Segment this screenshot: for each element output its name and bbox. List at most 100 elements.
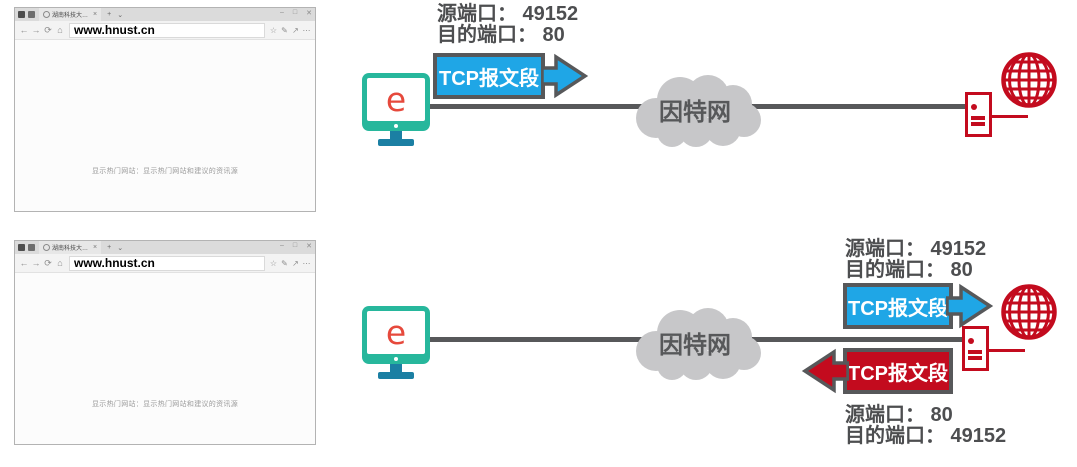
edge-browser-icon: e bbox=[385, 313, 407, 352]
more-icon[interactable]: ⋯ bbox=[302, 25, 311, 35]
server-globe-link bbox=[990, 115, 1028, 118]
address-bar-input[interactable] bbox=[69, 22, 265, 38]
right-arrow-icon bbox=[541, 53, 589, 99]
monitor-neck bbox=[390, 131, 402, 139]
monitor-neck bbox=[390, 364, 402, 372]
tab-title: 湖南科技大… bbox=[52, 13, 89, 19]
home-icon[interactable]: ⌂ bbox=[57, 25, 63, 35]
request-port-labels: 源端口： 49152 目的端口： 80 bbox=[437, 4, 578, 46]
browser-toolbar: ← → ⟳ ⌂ ☆ ✎ ↗ ⋯ bbox=[15, 254, 315, 273]
panel-request: 湖南科技大… × + ⌄ – □ ✕ ← → ⟳ ⌂ ☆ ✎ ↗ bbox=[0, 0, 1077, 233]
server-tower-icon bbox=[962, 326, 989, 371]
forward-icon[interactable]: → bbox=[31, 25, 41, 35]
minimize-button[interactable]: – bbox=[279, 242, 284, 249]
server-slot bbox=[968, 350, 982, 354]
source-port-label: 源端口： 49152 bbox=[437, 3, 579, 25]
tab-close-icon[interactable]: × bbox=[93, 11, 98, 18]
share-icon[interactable]: ↗ bbox=[292, 258, 299, 268]
tcp-segment-request-box: TCP报文段 bbox=[843, 283, 953, 329]
server-slot bbox=[971, 116, 985, 120]
browser-page: 显示热门网站：显示热门网站和建议的资讯源 bbox=[15, 273, 315, 445]
set-aside-icon[interactable] bbox=[28, 11, 35, 18]
new-tab-hint-text: 显示热门网站：显示热门网站和建议的资讯源 bbox=[92, 168, 238, 175]
destination-port-label: 目的端口： 49152 bbox=[845, 425, 1007, 447]
browser-window: 湖南科技大… × + ⌄ – □ ✕ ← → ⟳ ⌂ ☆ ✎ ↗ bbox=[14, 240, 316, 445]
monitor-dot bbox=[394, 124, 398, 128]
new-tab-button[interactable]: + bbox=[107, 244, 112, 251]
web-notes-icon[interactable]: ✎ bbox=[281, 258, 288, 268]
refresh-icon[interactable]: ⟳ bbox=[44, 24, 52, 35]
tcp-segment-request-box: TCP报文段 bbox=[433, 53, 545, 99]
server-slot bbox=[968, 356, 982, 360]
globe-icon bbox=[1001, 52, 1057, 108]
monitor-icon: e bbox=[362, 306, 430, 364]
tab-close-icon[interactable]: × bbox=[93, 244, 98, 251]
tab-chevron-icon[interactable]: ⌄ bbox=[117, 244, 124, 252]
home-icon[interactable]: ⌂ bbox=[57, 258, 63, 268]
favorites-icon[interactable]: ☆ bbox=[269, 25, 278, 35]
right-arrow-icon bbox=[946, 283, 994, 329]
forward-icon[interactable]: → bbox=[31, 258, 41, 268]
browser-toolbar: ← → ⟳ ⌂ ☆ ✎ ↗ ⋯ bbox=[15, 21, 315, 40]
new-tab-button[interactable]: + bbox=[107, 11, 112, 18]
internet-cloud: 因特网 bbox=[628, 70, 762, 148]
client-computer: e bbox=[362, 306, 430, 380]
refresh-icon[interactable]: ⟳ bbox=[44, 257, 52, 268]
server-tower-icon bbox=[965, 92, 992, 137]
browser-window: 湖南科技大… × + ⌄ – □ ✕ ← → ⟳ ⌂ ☆ ✎ ↗ bbox=[14, 7, 316, 212]
tab-preview-icon[interactable] bbox=[18, 11, 25, 18]
browser-tab-bar: 湖南科技大… × + ⌄ – □ ✕ bbox=[15, 241, 315, 254]
server-globe-link bbox=[987, 349, 1025, 352]
back-icon[interactable]: ← bbox=[19, 25, 29, 35]
server-slot bbox=[971, 122, 985, 126]
window-controls: – □ ✕ bbox=[280, 242, 312, 250]
edge-browser-icon: e bbox=[385, 80, 407, 119]
tab-chevron-icon[interactable]: ⌄ bbox=[117, 11, 124, 19]
response-port-labels: 源端口： 80 目的端口： 49152 bbox=[845, 405, 1006, 447]
tab-favicon-icon bbox=[43, 11, 50, 18]
maximize-button[interactable]: □ bbox=[292, 9, 298, 16]
address-bar-input[interactable] bbox=[69, 255, 265, 271]
browser-tab[interactable]: 湖南科技大… × bbox=[39, 241, 102, 254]
source-port-label: 源端口： 49152 bbox=[845, 238, 987, 260]
tab-title: 湖南科技大… bbox=[52, 246, 89, 252]
minimize-button[interactable]: – bbox=[279, 9, 284, 16]
tab-preview-icon[interactable] bbox=[18, 244, 25, 251]
set-aside-icon[interactable] bbox=[28, 244, 35, 251]
internet-label: 因特网 bbox=[659, 98, 731, 126]
internet-label: 因特网 bbox=[659, 331, 731, 359]
share-icon[interactable]: ↗ bbox=[292, 25, 299, 35]
more-icon[interactable]: ⋯ bbox=[302, 258, 311, 268]
client-computer: e bbox=[362, 73, 430, 147]
web-notes-icon[interactable]: ✎ bbox=[281, 25, 288, 35]
maximize-button[interactable]: □ bbox=[292, 242, 298, 249]
browser-tab[interactable]: 湖南科技大… × bbox=[39, 8, 102, 21]
favorites-icon[interactable]: ☆ bbox=[269, 258, 278, 268]
tab-favicon-icon bbox=[43, 244, 50, 251]
close-button[interactable]: ✕ bbox=[306, 243, 312, 250]
monitor-screen: e bbox=[367, 78, 425, 121]
monitor-base bbox=[378, 372, 414, 379]
window-controls: – □ ✕ bbox=[280, 9, 312, 17]
destination-port-label: 目的端口： 80 bbox=[437, 24, 565, 46]
back-icon[interactable]: ← bbox=[19, 258, 29, 268]
cloud-shape bbox=[636, 308, 761, 380]
cloud-shape bbox=[636, 75, 761, 147]
monitor-dot bbox=[394, 357, 398, 361]
browser-page: 显示热门网站：显示热门网站和建议的资讯源 bbox=[15, 40, 315, 212]
monitor-base bbox=[378, 139, 414, 146]
globe-icon bbox=[1001, 284, 1057, 340]
panel-response: 湖南科技大… × + ⌄ – □ ✕ ← → ⟳ ⌂ ☆ ✎ ↗ bbox=[0, 233, 1077, 466]
close-button[interactable]: ✕ bbox=[306, 10, 312, 17]
monitor-screen: e bbox=[367, 311, 425, 354]
source-port-label: 源端口： 80 bbox=[845, 404, 953, 426]
new-tab-hint-text: 显示热门网站：显示热门网站和建议的资讯源 bbox=[92, 401, 238, 408]
server-led bbox=[971, 104, 977, 110]
internet-cloud: 因特网 bbox=[628, 303, 762, 381]
destination-port-label: 目的端口： 80 bbox=[845, 259, 973, 281]
request-port-labels: 源端口： 49152 目的端口： 80 bbox=[845, 239, 986, 281]
browser-tab-bar: 湖南科技大… × + ⌄ – □ ✕ bbox=[15, 8, 315, 21]
server-led bbox=[968, 338, 974, 344]
tcp-segment-response-box: TCP报文段 bbox=[843, 348, 953, 394]
